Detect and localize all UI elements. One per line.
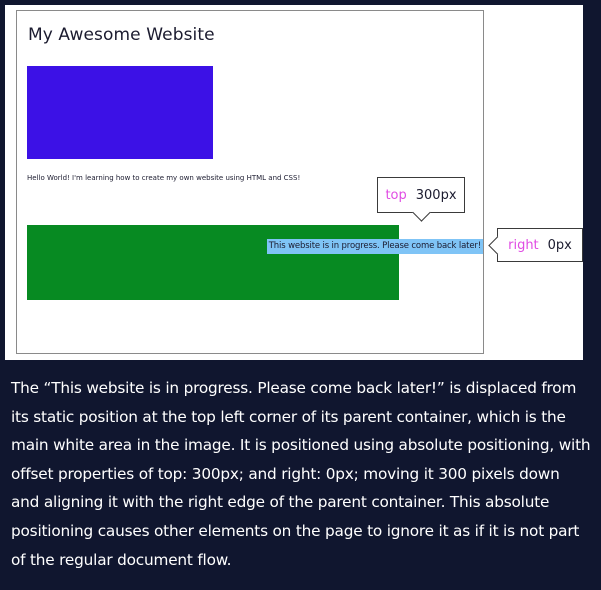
tooltip-top: top 300px bbox=[377, 177, 465, 213]
caption-text: The “This website is in progress. Please… bbox=[11, 379, 591, 569]
hello-text: Hello World! I'm learning how to create … bbox=[27, 174, 301, 182]
site-title: My Awesome Website bbox=[28, 25, 215, 45]
example-frame: My Awesome Website Hello World! I'm lear… bbox=[5, 5, 583, 360]
tooltip-top-property: top bbox=[385, 187, 407, 203]
tooltip-right-property: right bbox=[508, 237, 539, 253]
green-box bbox=[27, 225, 399, 300]
tooltip-right: right 0px bbox=[497, 228, 583, 262]
progress-message: This website is in progress. Please come… bbox=[266, 239, 483, 254]
tooltip-top-value: 300px bbox=[415, 187, 457, 203]
tooltip-right-value: 0px bbox=[547, 237, 572, 253]
purple-box bbox=[27, 66, 213, 159]
